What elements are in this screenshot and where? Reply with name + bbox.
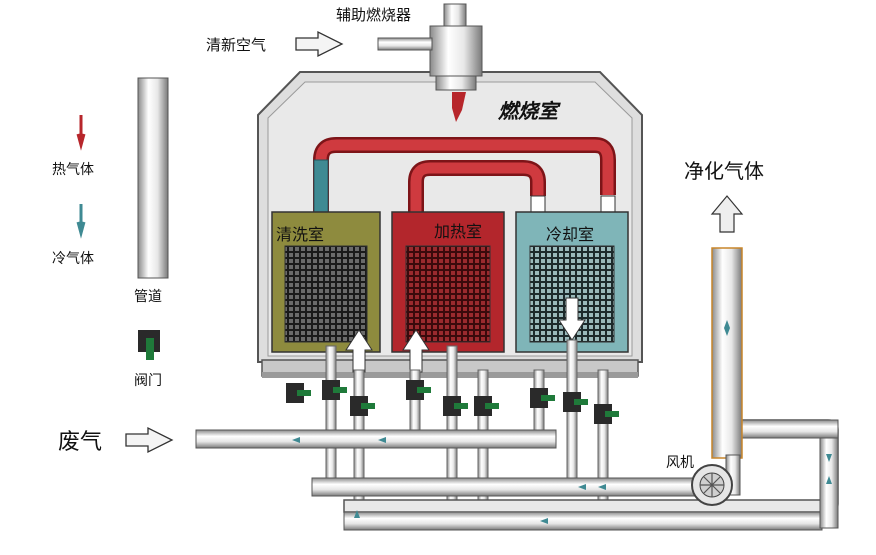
valve [474, 396, 499, 416]
fresh-air-pipe [377, 37, 433, 51]
valve [406, 380, 431, 400]
waste-gas-label: 废气 [58, 430, 102, 455]
valve [594, 404, 619, 424]
pipe-flow-markers [292, 437, 832, 524]
flow-arrow-cool-down [558, 297, 586, 341]
valve [322, 380, 347, 400]
valve [530, 388, 555, 408]
valve [563, 392, 588, 412]
legend-valve-icon [138, 330, 160, 360]
clean-gas-arrow [710, 195, 744, 233]
middle-manifold [311, 477, 711, 497]
valve [350, 396, 375, 416]
waste-gas-arrow [125, 426, 174, 454]
burner-flame-arrow [452, 92, 466, 122]
burner-body [429, 25, 483, 77]
fan-label: 风机 [666, 455, 694, 471]
combustion-chamber-label: 燃烧室 [498, 99, 561, 123]
heating-chamber-label: 加热室 [434, 222, 482, 241]
wash-chamber-label: 清洗室 [276, 225, 324, 244]
flow-arrow-heat-up [402, 329, 430, 373]
valves [286, 380, 619, 424]
legend-pipe-icon [137, 77, 169, 279]
fresh-air-arrow [295, 30, 344, 58]
valve [286, 383, 311, 403]
legend-cold-gas-icon [76, 204, 86, 239]
valve [443, 396, 468, 416]
burner-chimney [443, 3, 467, 29]
legend [76, 77, 169, 360]
fresh-air-label: 清新空气 [206, 36, 266, 54]
waste-gas-inlet-pipe [195, 429, 557, 449]
burner-label: 辅助燃烧器 [336, 6, 411, 24]
legend-valve-label: 阀门 [134, 373, 162, 389]
flow-arrow-wash-up [345, 329, 373, 373]
legend-hot-gas-label: 热气体 [52, 162, 94, 178]
exhaust-stack [711, 247, 743, 459]
legend-hot-gas-icon [76, 115, 86, 151]
legend-pipe-label: 管道 [134, 289, 162, 305]
legend-cold-gas-label: 冷气体 [52, 251, 94, 267]
cooling-chamber-label: 冷却室 [546, 225, 594, 244]
clean-gas-label: 净化气体 [684, 159, 764, 183]
